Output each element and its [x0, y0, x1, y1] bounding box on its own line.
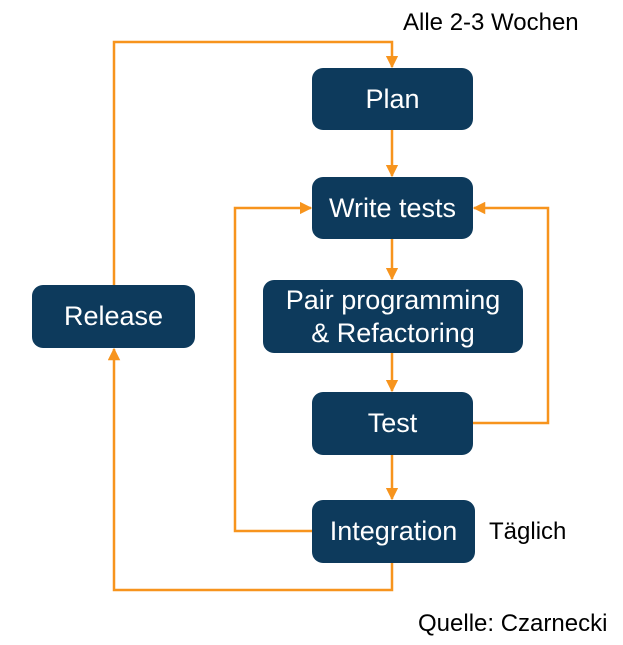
annotation-daily-label: Täglich: [489, 518, 567, 545]
arrow-integration-to-write-tests-loop: [233, 201, 313, 533]
arrow-test-to-write-tests-loop: [472, 201, 550, 425]
node-test: Test: [312, 392, 473, 455]
node-write-tests: Write tests: [312, 177, 473, 239]
source-caption: Quelle: Czarnecki: [418, 610, 608, 637]
node-plan: Plan: [312, 68, 473, 130]
arrow-integration-to-release-loop: [107, 347, 394, 592]
annotation-cycle-label: Alle 2-3 Wochen: [403, 9, 579, 36]
arrow-release-to-plan-loop: [112, 40, 399, 285]
node-release: Release: [32, 285, 195, 348]
node-integration: Integration: [312, 500, 475, 563]
node-pair-programming-refactoring: Pair programming & Refactoring: [263, 280, 523, 353]
